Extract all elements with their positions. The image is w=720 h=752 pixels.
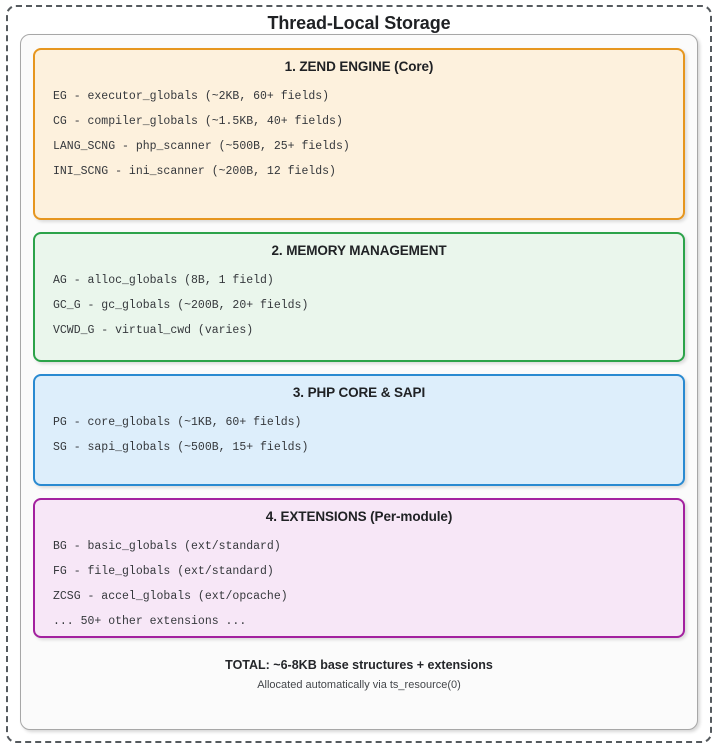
list-item: CG - compiler_globals (~1.5KB, 40+ field… xyxy=(53,115,343,128)
page-title: Thread-Local Storage xyxy=(267,13,451,33)
entry-list-php-core-sapi: PG - core_globals (~1KB, 60+ fields) SG … xyxy=(35,410,683,460)
list-item: AG - alloc_globals (8B, 1 field) xyxy=(53,274,274,287)
diagram-footer: TOTAL: ~6-8KB base structures + extensio… xyxy=(21,658,697,691)
list-item: INI_SCNG - ini_scanner (~200B, 12 fields… xyxy=(53,165,336,178)
section-php-core-sapi: 3. PHP CORE & SAPI PG - core_globals (~1… xyxy=(33,374,685,486)
section-extensions: 4. EXTENSIONS (Per-module) BG - basic_gl… xyxy=(33,498,685,638)
entry-list-memory-management: AG - alloc_globals (8B, 1 field) GC_G - … xyxy=(35,268,683,343)
list-item: EG - executor_globals (~2KB, 60+ fields) xyxy=(53,90,330,103)
sections-container: 1. ZEND ENGINE (Core) EG - executor_glob… xyxy=(21,35,697,729)
footer-total-text: TOTAL: ~6-8KB base structures + extensio… xyxy=(225,658,493,672)
footer-note-text: Allocated automatically via ts_resource(… xyxy=(257,679,461,691)
list-item: PG - core_globals (~1KB, 60+ fields) xyxy=(53,416,302,429)
section-title-memory-management: 2. MEMORY MANAGEMENT xyxy=(271,243,447,258)
list-item: LANG_SCNG - php_scanner (~500B, 25+ fiel… xyxy=(53,140,350,153)
section-memory-management: 2. MEMORY MANAGEMENT AG - alloc_globals … xyxy=(33,232,685,362)
list-item: VCWD_G - virtual_cwd (varies) xyxy=(53,324,254,337)
entry-list-zend-engine: EG - executor_globals (~2KB, 60+ fields)… xyxy=(35,84,683,184)
section-title-zend-engine: 1. ZEND ENGINE (Core) xyxy=(284,59,434,74)
list-item: GC_G - gc_globals (~200B, 20+ fields) xyxy=(53,299,309,312)
tls-inner-panel: 1. ZEND ENGINE (Core) EG - executor_glob… xyxy=(20,34,698,730)
list-item: ... 50+ other extensions ... xyxy=(53,615,247,628)
entry-list-extensions: BG - basic_globals (ext/standard) FG - f… xyxy=(35,534,683,634)
list-item: BG - basic_globals (ext/standard) xyxy=(53,540,281,553)
list-item: ZCSG - accel_globals (ext/opcache) xyxy=(53,590,288,603)
section-title-php-core-sapi: 3. PHP CORE & SAPI xyxy=(292,385,426,400)
list-item: SG - sapi_globals (~500B, 15+ fields) xyxy=(53,441,309,454)
section-zend-engine: 1. ZEND ENGINE (Core) EG - executor_glob… xyxy=(33,48,685,220)
list-item: FG - file_globals (ext/standard) xyxy=(53,565,274,578)
thread-local-storage-frame: Thread-Local Storage 1. ZEND ENGINE (Cor… xyxy=(6,5,712,743)
section-title-extensions: 4. EXTENSIONS (Per-module) xyxy=(265,509,453,524)
